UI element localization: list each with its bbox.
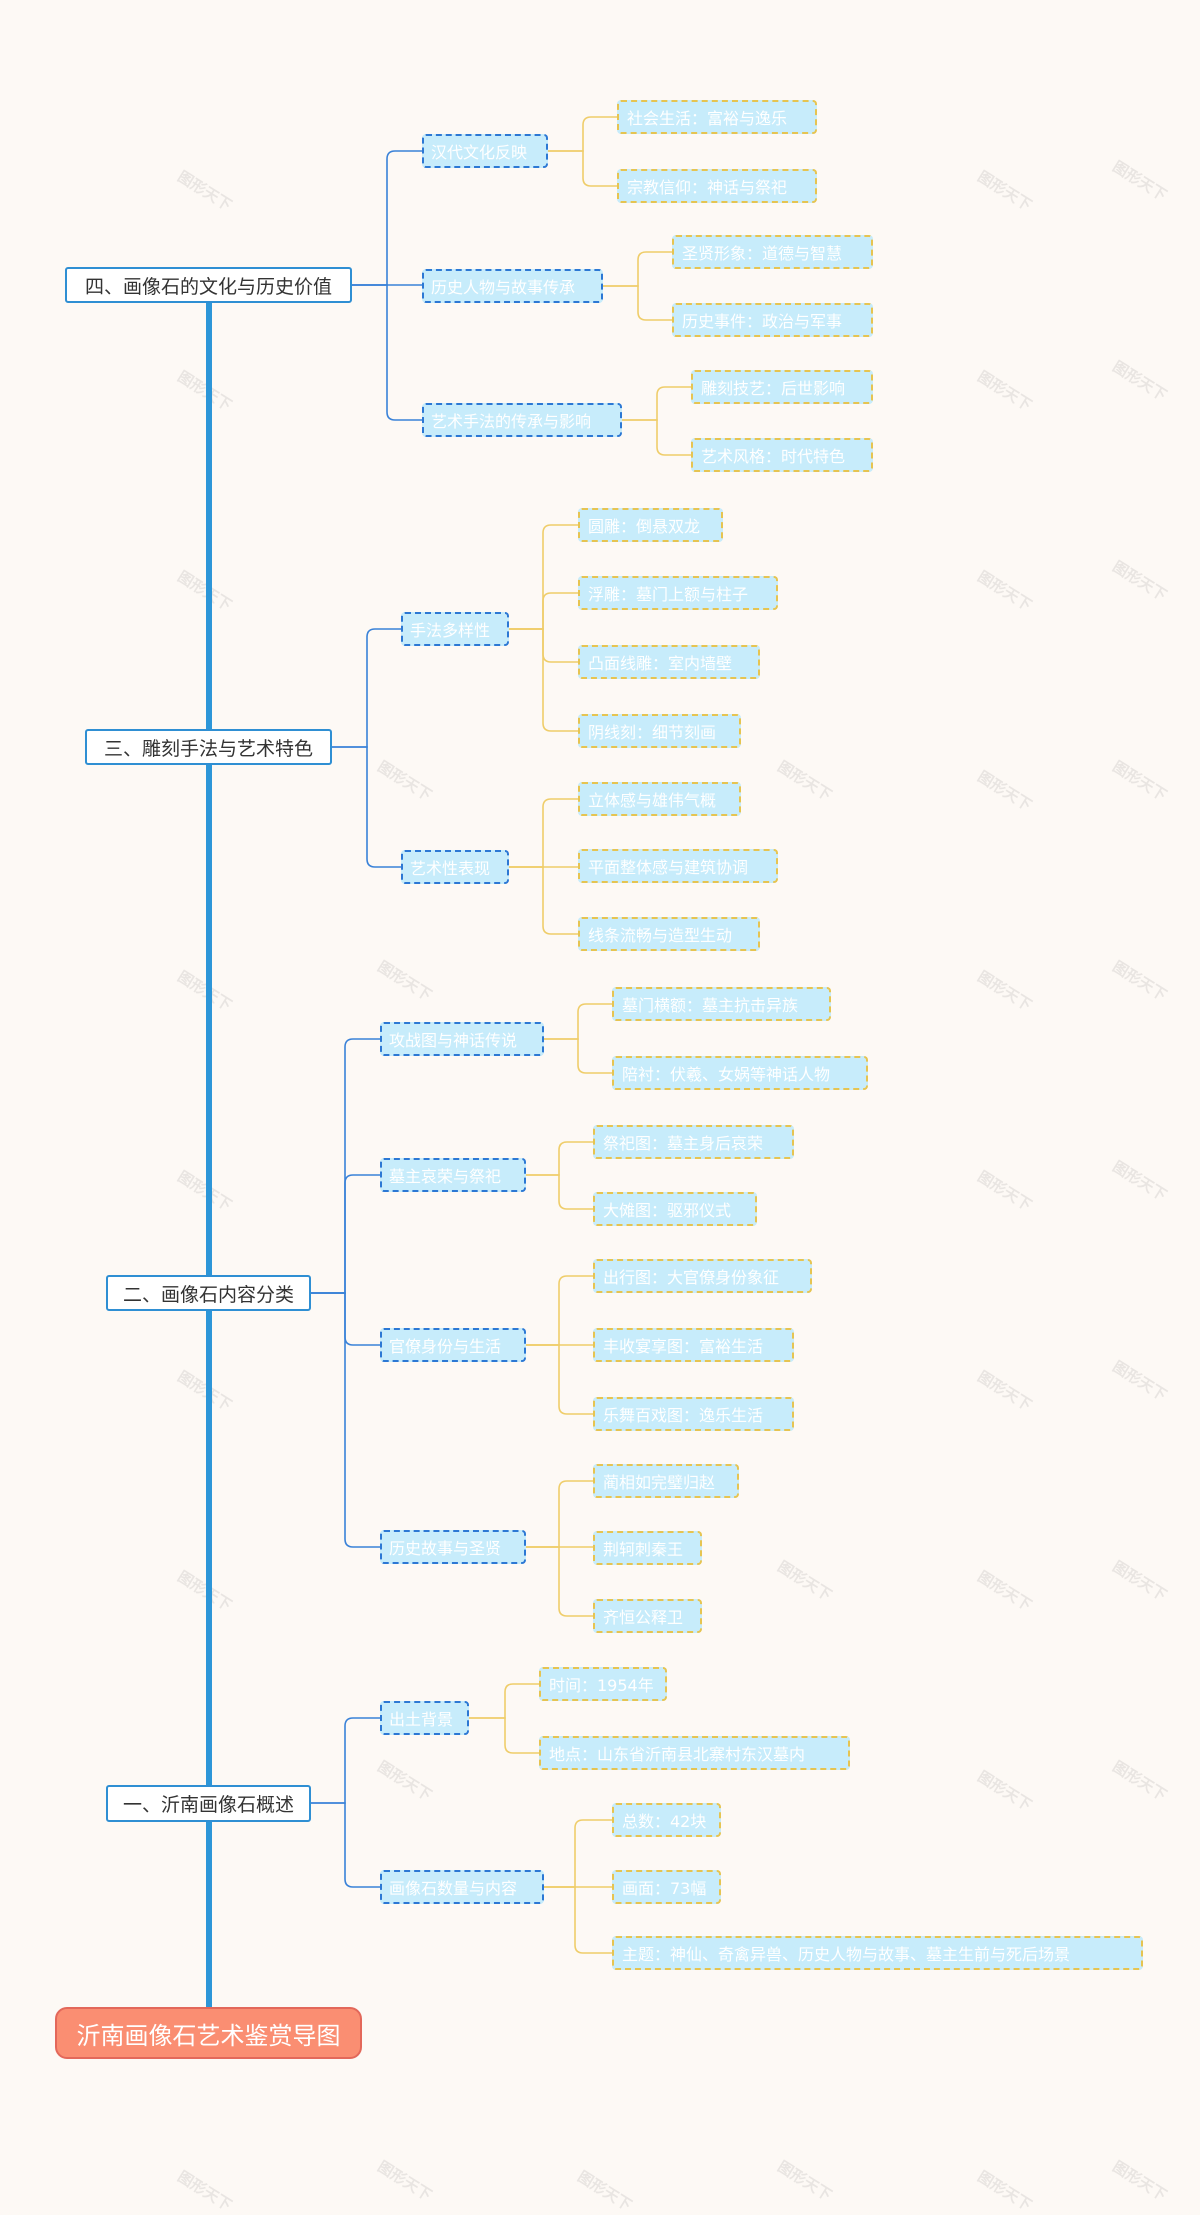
connector-line (526, 1344, 593, 1415)
connector-line (352, 150, 422, 286)
connector-line (332, 628, 401, 748)
leaf-node[interactable]: 雕刻技艺：后世影响 (691, 370, 873, 404)
connector-line (526, 1546, 593, 1617)
leaf-node[interactable]: 圆雕：倒悬双龙 (578, 508, 723, 542)
leaf-node[interactable]: 浮雕：墓门上额与柱子 (578, 576, 778, 610)
topic-technique-diversity[interactable]: 手法多样性 (401, 612, 509, 646)
connector-line (469, 1717, 539, 1754)
connector-line (548, 116, 617, 152)
leaf-node[interactable]: 出行图：大官僚身份象征 (593, 1259, 812, 1293)
connector-line (544, 1003, 612, 1040)
leaf-node[interactable]: 墓门横额：墓主抗击异族 (612, 987, 831, 1021)
connector-lines (206, 116, 691, 2010)
connector-line (526, 1141, 593, 1176)
topic-tomb-owner-sacrifice[interactable]: 墓主哀荣与祭祀 (380, 1158, 526, 1192)
topic-official-life[interactable]: 官僚身份与生活 (380, 1328, 526, 1362)
leaf-node[interactable]: 乐舞百戏图：逸乐生活 (593, 1397, 794, 1431)
connector-line (509, 866, 578, 935)
connector-line (332, 746, 401, 868)
leaf-node[interactable]: 地点：山东省沂南县北寨村东汉墓内 (539, 1736, 850, 1770)
leaf-node[interactable]: 丰收宴享图：富裕生活 (593, 1328, 794, 1362)
leaf-node[interactable]: 历史事件：政治与军事 (672, 303, 873, 337)
leaf-node[interactable]: 主题：神仙、奇禽异兽、历史人物与故事、墓主生前与死后场景 (612, 1936, 1143, 1970)
topic-history-sages[interactable]: 历史故事与圣贤 (380, 1530, 526, 1564)
leaf-node[interactable]: 圣贤形象：道德与智慧 (672, 235, 873, 269)
leaf-node[interactable]: 陪衬：伏羲、女娲等神话人物 (612, 1056, 868, 1090)
connector-line (509, 592, 578, 630)
topic-excavation-background[interactable]: 出土背景 (380, 1701, 469, 1735)
connector-line (311, 1174, 380, 1294)
connector-line (311, 1717, 380, 1804)
leaf-node[interactable]: 宗教信仰：神话与祭祀 (617, 169, 817, 203)
leaf-node[interactable]: 社会生活：富裕与逸乐 (617, 100, 817, 134)
leaf-node[interactable]: 画面：73幅 (612, 1870, 721, 1904)
watermark-text: 图形天下 (374, 2157, 435, 2205)
leaf-node[interactable]: 总数：42块 (612, 1803, 721, 1837)
connector-line (544, 1819, 612, 1888)
main-node-carving-techniques[interactable]: 三、雕刻手法与艺术特色 (85, 729, 332, 765)
topic-historical-figures[interactable]: 历史人物与故事传承 (422, 269, 603, 303)
topic-artistic-expression[interactable]: 艺术性表现 (401, 850, 509, 884)
leaf-node[interactable]: 阴线刻：细节刻画 (578, 714, 741, 748)
connector-line (509, 628, 578, 732)
connector-line (548, 150, 617, 187)
connector-line (544, 1886, 612, 1954)
watermark-text: 图形天下 (1109, 2157, 1170, 2205)
leaf-node[interactable]: 线条流畅与造型生动 (578, 917, 760, 951)
watermark-text: 图形天下 (174, 2167, 235, 2215)
main-node-content-classification[interactable]: 二、画像石内容分类 (106, 1275, 311, 1311)
connector-line (509, 524, 578, 630)
leaf-node[interactable]: 立体感与雄伟气概 (578, 782, 741, 816)
connector-line (352, 284, 422, 421)
connector-line (622, 419, 691, 456)
watermark-text: 图形天下 (974, 2167, 1035, 2215)
connector-line (622, 386, 691, 421)
leaf-node[interactable]: 大傩图：驱邪仪式 (593, 1192, 757, 1226)
connector-line (603, 251, 672, 287)
leaf-node[interactable]: 凸面线雕：室内墙壁 (578, 645, 760, 679)
watermark-text: 图形天下 (574, 2167, 635, 2215)
connector-line (469, 1683, 539, 1719)
topic-battle-myth[interactable]: 攻战图与神话传说 (380, 1022, 544, 1056)
connector-line (526, 1275, 593, 1346)
leaf-node[interactable]: 齐恒公释卫 (593, 1599, 702, 1633)
topic-art-inheritance[interactable]: 艺术手法的传承与影响 (422, 403, 622, 437)
connector-line (544, 1038, 612, 1074)
main-node-overview[interactable]: 一、沂南画像石概述 (106, 1785, 311, 1822)
connector-line (603, 285, 672, 321)
connector-line (526, 1174, 593, 1210)
leaf-node[interactable]: 祭祀图：墓主身后哀荣 (593, 1125, 794, 1159)
connector-line (509, 798, 578, 868)
leaf-node[interactable]: 荆轲刺秦王 (593, 1531, 702, 1565)
connector-line (526, 1480, 593, 1548)
leaf-node[interactable]: 平面整体感与建筑协调 (578, 849, 778, 883)
connector-line (311, 1802, 380, 1888)
topic-quantity-content[interactable]: 画像石数量与内容 (380, 1870, 544, 1904)
leaf-node[interactable]: 蔺相如完璧归赵 (593, 1464, 739, 1498)
watermark-text: 图形天下 (774, 2157, 835, 2205)
connector-line (311, 1038, 380, 1294)
root-node-title[interactable]: 沂南画像石艺术鉴赏导图 (55, 2007, 362, 2059)
main-node-culture-history-value[interactable]: 四、画像石的文化与历史价值 (65, 267, 352, 303)
leaf-node[interactable]: 艺术风格：时代特色 (691, 438, 873, 472)
topic-han-culture[interactable]: 汉代文化反映 (422, 134, 548, 168)
leaf-node[interactable]: 时间：1954年 (539, 1667, 667, 1701)
connector-line (311, 1292, 380, 1548)
